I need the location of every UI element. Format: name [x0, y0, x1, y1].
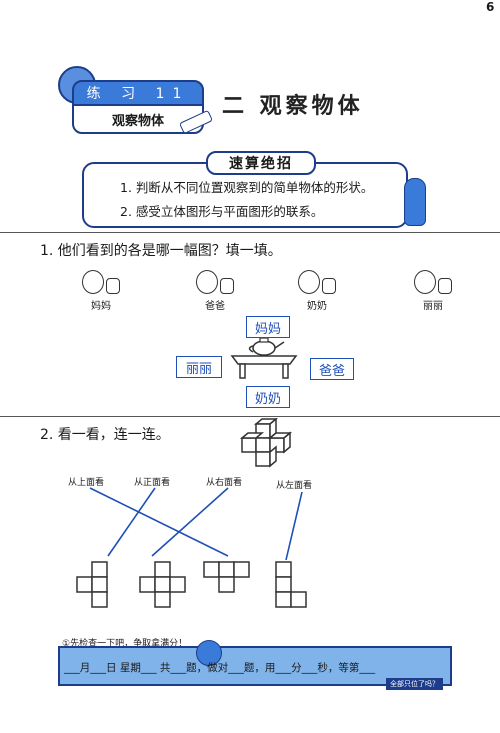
- table-teapot-illustration: [230, 337, 298, 379]
- plane-figure-3: [203, 561, 250, 593]
- person-label: 爸爸: [205, 301, 225, 312]
- question-1-prompt: 1. 他们看到的各是哪一幅图？填一填。: [40, 243, 282, 259]
- tip-item-1: 1. 判断从不同位置观察到的简单物体的形状。: [120, 180, 374, 195]
- footer-banner: ①先检查一下吧，争取拿满分！: [62, 639, 188, 649]
- teapot-icon: [220, 278, 234, 294]
- view-box-bottom[interactable]: 奶奶: [246, 386, 290, 408]
- divider-2: [0, 416, 500, 417]
- person-lili: 丽丽: [414, 270, 452, 312]
- line-front-view: [107, 487, 156, 557]
- plane-figure-1: [76, 561, 108, 608]
- line-top-view: [89, 487, 229, 557]
- line-left-view: [285, 491, 303, 561]
- teapot-icon: [106, 278, 120, 294]
- line-right-view: [151, 487, 229, 557]
- person-label: 丽丽: [423, 301, 443, 312]
- view-label-top: 从上面看: [68, 478, 105, 488]
- girl-face-icon: [414, 270, 436, 294]
- plane-figure-4: [275, 561, 307, 608]
- view-label-front: 从正面看: [134, 478, 171, 488]
- view-box-right[interactable]: 爸爸: [310, 358, 354, 380]
- teapot-icon: [438, 278, 452, 294]
- view-box-top[interactable]: 妈妈: [246, 316, 290, 338]
- mascot-icon: [196, 640, 222, 666]
- tips-tag: 速算绝招: [206, 151, 316, 175]
- grandma-face-icon: [298, 270, 320, 294]
- girl-mascot-icon: [404, 178, 426, 226]
- view-label-right: 从右面看: [206, 478, 243, 488]
- person-label: 奶奶: [307, 301, 327, 312]
- tip-item-2: 2. 感受立体图形与平面图形的联系。: [120, 204, 324, 219]
- question-2-prompt: 2. 看一看，连一连。: [40, 427, 170, 443]
- father-face-icon: [196, 270, 218, 294]
- person-mother: 妈妈: [82, 270, 120, 312]
- footer-bottom-note: 全部只位了吗？: [386, 678, 443, 690]
- footer-record-line: ___月___日 星期___ 共___题，做对___题，用___分___秒，等第…: [64, 662, 376, 674]
- teapot-icon: [322, 278, 336, 294]
- person-father: 爸爸: [196, 270, 234, 312]
- page-corner-mark: 6: [486, 0, 495, 14]
- cube-stack-illustration: [239, 418, 293, 468]
- person-grandma: 奶奶: [298, 270, 336, 312]
- view-label-left: 从左面看: [276, 481, 313, 491]
- mother-face-icon: [82, 270, 104, 294]
- person-label: 妈妈: [91, 301, 111, 312]
- view-box-left[interactable]: 丽丽: [176, 356, 222, 378]
- plane-figure-2: [139, 561, 186, 608]
- divider-1: [0, 232, 500, 233]
- unit-title: 二 观察物体: [222, 94, 364, 119]
